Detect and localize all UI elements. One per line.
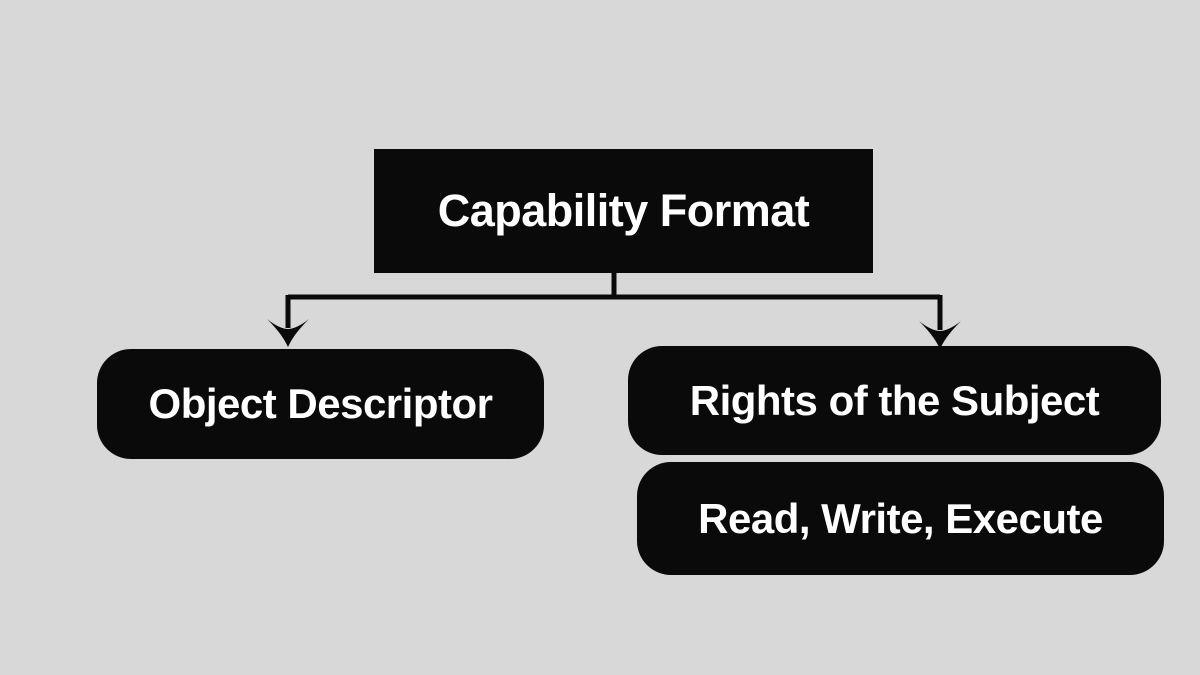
detail-node-label: Read, Write, Execute: [698, 494, 1103, 542]
root-node-label: Capability Format: [437, 185, 810, 236]
detail-node-read-write-execute: Read, Write, Execute: [637, 462, 1164, 575]
branch-node-label: Object Descriptor: [148, 380, 493, 427]
arrowhead-down-right-icon: [919, 321, 961, 349]
arrowhead-down-left-icon: [267, 319, 309, 347]
branch-node-label: Rights of the Subject: [689, 376, 1100, 424]
branch-node-rights-of-subject: Rights of the Subject: [628, 346, 1161, 455]
root-node-capability-format: Capability Format: [374, 149, 873, 273]
branch-node-object-descriptor: Object Descriptor: [97, 349, 544, 459]
